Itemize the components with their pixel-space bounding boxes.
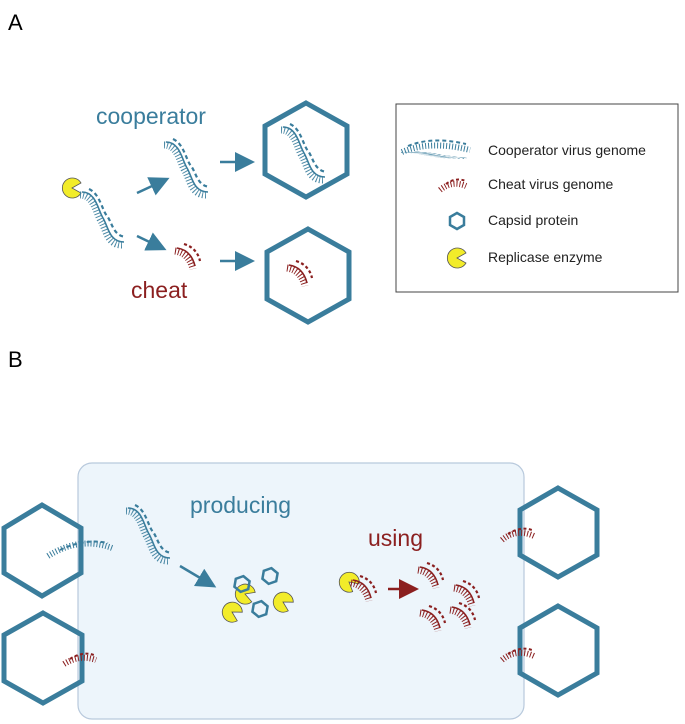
legend-label-replicase: Replicase enzyme — [488, 249, 603, 265]
replicase-enzyme-icon — [61, 177, 82, 199]
capsid-left-bottom — [1, 610, 85, 706]
producing-label: producing — [190, 492, 291, 518]
cheat-label: cheat — [131, 277, 188, 303]
arrow-to-cheat — [136, 232, 167, 251]
host-cell — [77, 462, 525, 720]
legend: Cooperator virus genome Cheat virus geno… — [395, 103, 679, 293]
injected-cheat-genome — [62, 654, 98, 667]
capsid-cooperator — [262, 100, 350, 200]
capsid-left-top — [1, 502, 84, 599]
legend-label-cheat: Cheat virus genome — [488, 176, 614, 192]
panel-a-letter: A — [8, 10, 23, 35]
cooperator-genome — [80, 189, 126, 245]
using-label: using — [368, 525, 423, 551]
injected-cooperator-genome — [46, 540, 114, 559]
legend-label-capsid: Capsid protein — [488, 212, 578, 228]
packaged-cheat-genome — [287, 261, 312, 286]
capsid-cheat — [264, 226, 352, 325]
cooperator-genome-copy — [164, 139, 210, 195]
cooperator-label: cooperator — [96, 103, 206, 129]
legend-label-cooperator: Cooperator virus genome — [488, 142, 646, 158]
packaged-cooperator-genome — [281, 124, 327, 180]
arrow-producing — [179, 564, 217, 588]
capsid-right-bottom — [517, 603, 600, 698]
panel-b-letter: B — [8, 347, 23, 372]
cheat-genome-copy — [175, 244, 200, 269]
arrow-to-cooperator — [136, 177, 170, 196]
capsid-right-top — [517, 485, 600, 580]
